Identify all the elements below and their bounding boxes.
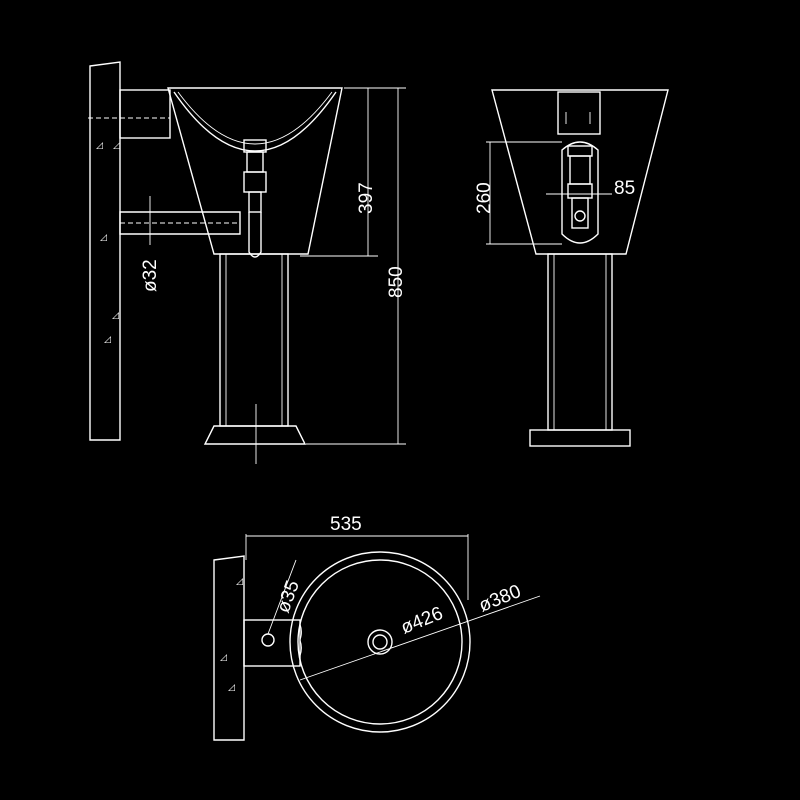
drain-trap: [243, 139, 267, 258]
dim-bowl-depth: 397: [356, 182, 377, 214]
svg-text:◿: ◿: [236, 577, 243, 587]
svg-text:◿: ◿: [100, 233, 107, 243]
front-bracket: [557, 91, 601, 135]
drain-circle-outer: [367, 629, 393, 655]
back-plate-slot: [561, 141, 599, 244]
dim-total-height: 850: [386, 266, 407, 298]
svg-text:◿: ◿: [112, 311, 119, 321]
basin-inner-curve-2: [177, 91, 333, 145]
wall-top: ◿ ◿ ◿: [213, 555, 245, 741]
pedestal-column-side: [219, 253, 289, 427]
upper-bracket: [119, 89, 171, 139]
overflow-mark: [299, 623, 302, 657]
wall-side: ◿ ◿ ◿ ◿ ◿: [89, 61, 121, 441]
top-view: ◿ ◿ ◿ ø426 ø380 ø35 535: [213, 514, 541, 741]
waste-pipe: [119, 211, 241, 235]
svg-text:◿: ◿: [220, 653, 227, 663]
svg-text:◿: ◿: [96, 141, 103, 151]
pedestal-base-front: [529, 429, 631, 447]
basin-body-side: [167, 87, 343, 255]
svg-text:◿: ◿: [104, 335, 111, 345]
dim-line-diameter: [299, 595, 541, 681]
svg-text:◿: ◿: [228, 683, 235, 693]
basin-outer-circle: [289, 551, 471, 733]
drain-circle-inner: [372, 634, 388, 650]
pedestal-base-side: [203, 425, 307, 445]
dim-back-plate-height: 260: [474, 182, 495, 214]
dim-hole: ø35: [273, 578, 304, 616]
pedestal-column-front: [547, 253, 613, 431]
front-view: 260 85: [474, 89, 669, 447]
dim-inner-diameter: ø380: [476, 581, 524, 617]
dim-overall-length: 535: [330, 514, 362, 535]
top-bracket: [243, 619, 301, 667]
basin-body-front: [491, 89, 669, 255]
dim-outer-diameter: ø426: [398, 603, 446, 639]
basin-inner-circle: [297, 559, 463, 725]
dim-waste-pipe: ø32: [140, 259, 161, 292]
svg-text:◿: ◿: [113, 141, 120, 151]
dim-line-hole: [267, 559, 297, 635]
basin-inner-curve: [173, 91, 337, 152]
side-view: ◿ ◿ ◿ ◿ ◿ ø32: [88, 61, 407, 464]
dim-back-plate-width: 85: [614, 178, 635, 199]
fixing-hole: [261, 633, 275, 647]
